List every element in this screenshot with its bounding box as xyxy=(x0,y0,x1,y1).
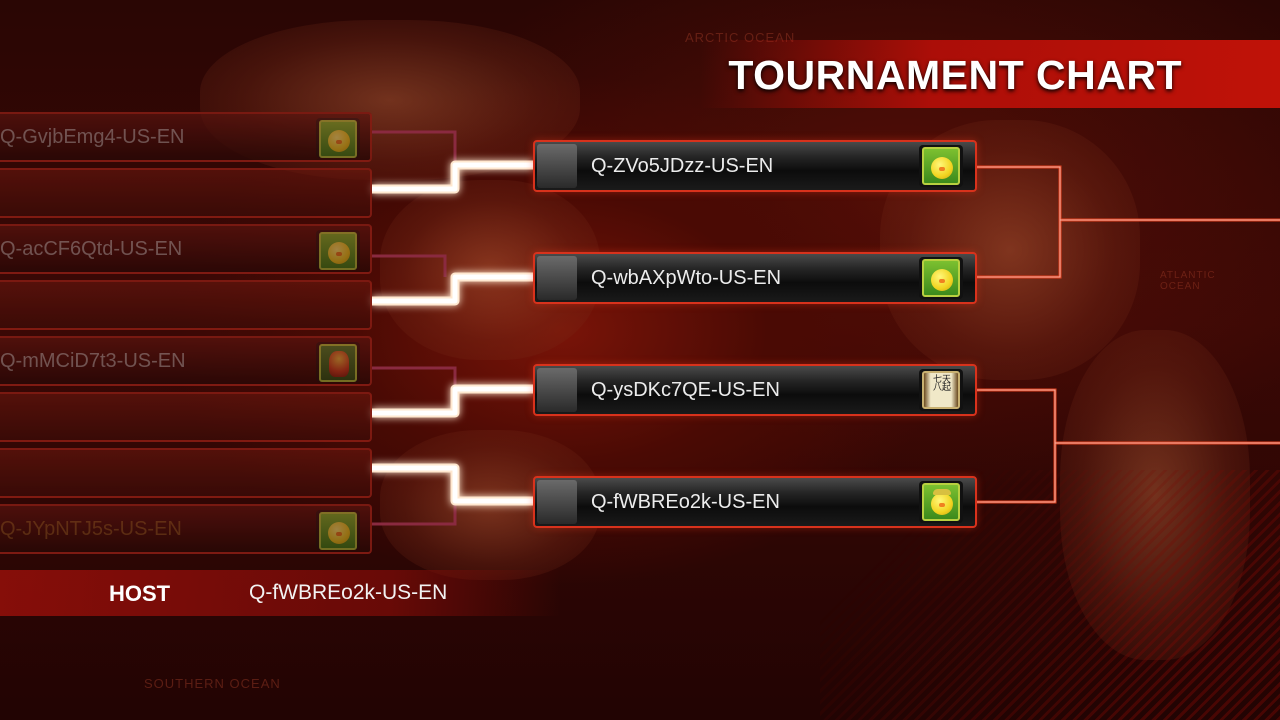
bracket-line-loser-3 xyxy=(372,366,457,389)
player-name: Q-fWBREo2k-US-EN xyxy=(591,491,780,513)
bracket-line-semi-top xyxy=(977,165,1062,279)
chick-hat-icon xyxy=(922,483,960,521)
chick-icon xyxy=(319,120,357,158)
round1-slot-5[interactable]: Q-mMCiD7t3-US-EN xyxy=(0,336,372,386)
scroll-icon: 七天八起 xyxy=(922,371,960,409)
round2-slot-3[interactable]: Q-ysDKc7QE-US-EN 七天八起 xyxy=(533,364,977,416)
host-name: Q-fWBREo2k-US-EN xyxy=(249,581,448,604)
round2-slot-2[interactable]: Q-wbAXpWto-US-EN xyxy=(533,252,977,304)
round2-slot-1[interactable]: Q-ZVo5JDzz-US-EN xyxy=(533,140,977,192)
bracket-line-semi-bottom xyxy=(977,388,1057,504)
title-band xyxy=(700,40,1280,108)
ocean-label-southern: SOUTHERN OCEAN xyxy=(144,676,281,691)
host-band xyxy=(0,570,560,616)
bracket-line-loser-1 xyxy=(372,130,457,165)
round2-slot-4[interactable]: Q-fWBREo2k-US-EN xyxy=(533,476,977,528)
bracket-line-loser-4 xyxy=(372,501,457,526)
chick-icon xyxy=(319,232,357,270)
round1-slot-4[interactable] xyxy=(0,280,372,330)
player-name: Q-JYpNTJ5s-US-EN xyxy=(0,518,182,540)
round1-slot-6[interactable] xyxy=(0,392,372,442)
round1-slot-7[interactable] xyxy=(0,448,372,498)
host-label: HOST xyxy=(109,581,171,606)
round1-slot-1[interactable]: Q-GvjbEmg4-US-EN xyxy=(0,112,372,162)
chick-icon xyxy=(319,512,357,550)
chick-icon xyxy=(922,259,960,297)
player-name: Q-ysDKc7QE-US-EN xyxy=(591,379,780,401)
round1-slot-3[interactable]: Q-acCF6Qtd-US-EN xyxy=(0,224,372,274)
page-title: TOURNAMENT CHART xyxy=(728,52,1182,98)
chick-icon xyxy=(922,147,960,185)
round1-slot-2[interactable] xyxy=(0,168,372,218)
map-landmass-south-america xyxy=(1060,330,1250,660)
ocean-label-atlantic: ATLANTIC OCEAN xyxy=(1160,270,1216,292)
player-name: Q-wbAXpWto-US-EN xyxy=(591,267,782,289)
player-name: Q-ZVo5JDzz-US-EN xyxy=(591,155,774,177)
player-name: Q-GvjbEmg4-US-EN xyxy=(0,126,185,148)
muscle-figure-icon xyxy=(319,344,357,382)
bracket-line-loser-2 xyxy=(372,254,447,277)
round1-slot-8[interactable]: Q-JYpNTJ5s-US-EN xyxy=(0,504,372,554)
player-name: Q-acCF6Qtd-US-EN xyxy=(0,238,183,260)
player-name: Q-mMCiD7t3-US-EN xyxy=(0,350,186,372)
